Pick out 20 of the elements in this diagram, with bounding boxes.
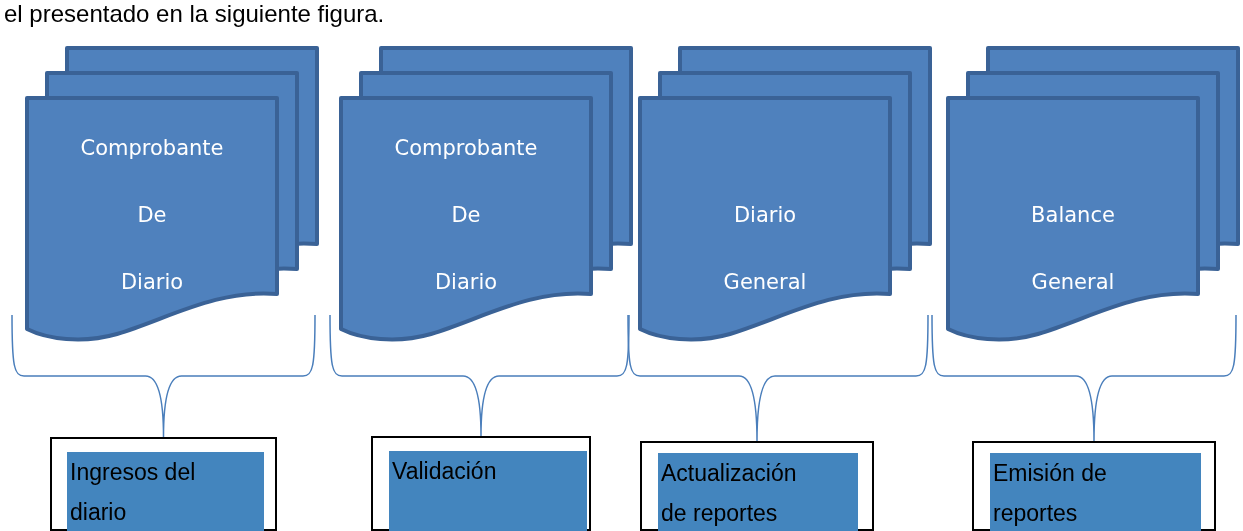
step-label: Ingresos del diario xyxy=(67,452,264,531)
document-title: Comprobante De Diario xyxy=(393,134,539,296)
multi-document-shape xyxy=(339,46,633,344)
multi-document-shape xyxy=(25,46,319,344)
process-box xyxy=(371,436,591,531)
multi-document-shape xyxy=(638,46,932,344)
curly-brace-connector xyxy=(329,314,630,437)
step-label: Actualización de reportes xyxy=(658,453,858,531)
step-label: Emisión de reportes xyxy=(990,453,1201,531)
document-title: Diario General xyxy=(722,202,808,296)
process-box xyxy=(640,441,874,531)
document-title: Comprobante De Diario xyxy=(79,134,225,296)
multi-document-shape xyxy=(946,46,1240,344)
document-title: Balance General xyxy=(1030,202,1116,296)
step-label: Validación xyxy=(389,451,587,531)
curly-brace-connector xyxy=(627,314,929,442)
process-box xyxy=(972,441,1216,531)
body-text: el presentado en la siguiente figura. xyxy=(4,0,385,28)
process-box xyxy=(50,437,277,531)
curly-brace-connector xyxy=(931,314,1237,442)
